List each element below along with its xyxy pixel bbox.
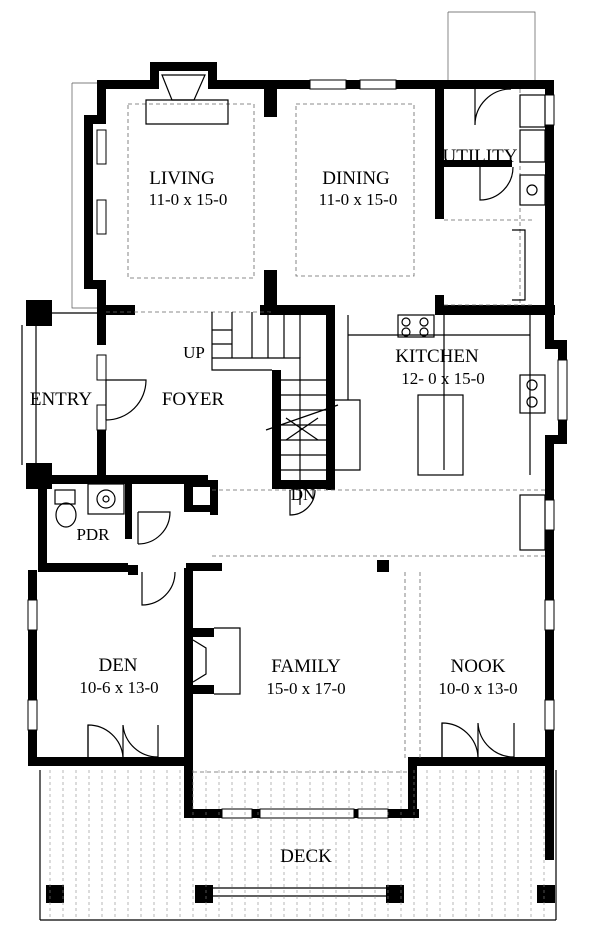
living-name: LIVING [149,168,215,189]
pdr-name: PDR [76,525,110,544]
nook-name: NOOK [451,656,506,677]
kitchen-fixtures [335,314,546,551]
site-outline [71,11,536,309]
utility-fixtures [512,94,546,301]
den-size: 10-6 x 13-0 [79,678,158,697]
nook-size: 10-0 x 13-0 [438,679,517,698]
stairs [211,312,339,505]
kitchen-size: 12- 0 x 15-0 [401,369,485,388]
utility-name: UTILITY [443,146,518,167]
family-name: FAMILY [271,656,341,677]
stair-down-label: DN [291,485,316,504]
den-name: DEN [98,655,137,676]
deck-name: DECK [280,846,332,867]
deck-railing [39,770,557,921]
entry-name: ENTRY [30,389,93,410]
doors [87,88,515,758]
stair-up-label: UP [183,343,205,362]
kitchen-name: KITCHEN [395,346,479,367]
powder-fixtures [54,483,125,528]
entry-porch [21,312,97,477]
living-size: 11-0 x 15-0 [149,190,228,209]
foyer-name: FOYER [162,389,225,410]
living-fireplace [145,74,229,125]
family-size: 15-0 x 17-0 [266,679,345,698]
dining-size: 11-0 x 15-0 [319,190,398,209]
family-fireplace [192,627,241,695]
walls [26,62,567,903]
windows [27,79,568,819]
dining-name: DINING [322,168,390,189]
deck-boards [49,770,545,918]
room-labels: LIVING 11-0 x 15-0 DINING 11-0 x 15-0 UT… [30,146,518,867]
